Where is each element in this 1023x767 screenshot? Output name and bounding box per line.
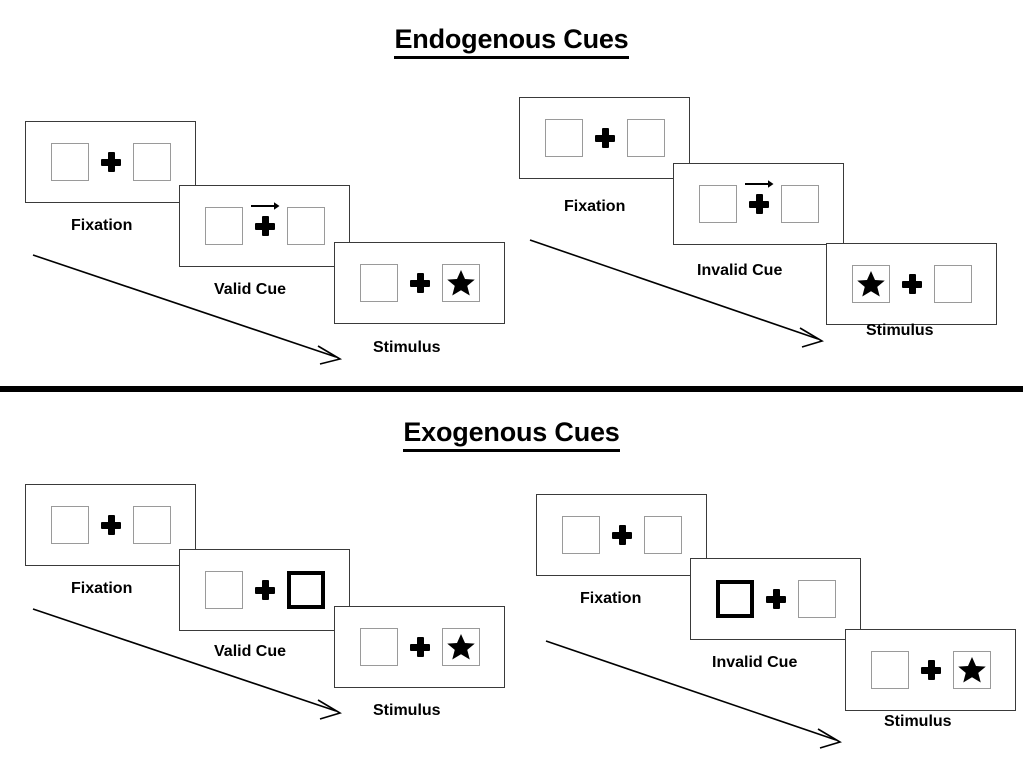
fixation-cross-slot [909, 660, 953, 680]
section-divider [0, 386, 1023, 392]
right-placeholder-box [933, 265, 972, 303]
right-placeholder-box [626, 119, 665, 157]
fixation-cross-slot [398, 637, 442, 657]
star-icon [446, 634, 475, 660]
star-icon [957, 657, 986, 683]
arrow-right-icon [250, 202, 279, 210]
left-placeholder-box [870, 651, 909, 689]
panel-content [544, 119, 665, 157]
left-placeholder-box [561, 516, 600, 554]
right-placeholder-box [286, 207, 325, 245]
caption-invalid-cue: Invalid Cue [712, 654, 798, 671]
panel-endogenous-invalid-fixation [519, 97, 690, 179]
plus-icon [611, 525, 632, 545]
panel-endogenous-valid-stimulus [334, 242, 505, 324]
left-placeholder-box [851, 265, 890, 303]
panel-endogenous-invalid-stimulus [826, 243, 997, 325]
panel-content [870, 651, 991, 689]
caption-stimulus: Stimulus [373, 339, 441, 356]
right-placeholder-box [797, 580, 836, 618]
plus-icon [765, 589, 786, 609]
plus-icon [409, 637, 430, 657]
star-icon [856, 271, 885, 297]
right-placeholder-box [643, 516, 682, 554]
panel-content [50, 143, 171, 181]
panel-exogenous-invalid-cue [690, 558, 861, 640]
left-placeholder-box-cued [715, 580, 754, 618]
fixation-cross-slot [398, 273, 442, 293]
section-title-endogenous: Endogenous Cues [0, 24, 1023, 59]
fixation-cross-slot [89, 515, 133, 535]
panel-content [698, 180, 819, 223]
panel-content [50, 506, 171, 544]
plus-icon [920, 660, 941, 680]
panel-content [715, 580, 836, 618]
plus-icon [100, 515, 121, 535]
plus-icon [100, 152, 121, 172]
caption-invalid-cue: Invalid Cue [697, 262, 783, 279]
caption-fixation: Fixation [580, 590, 642, 607]
panel-content [359, 628, 480, 666]
panel-content [359, 264, 480, 302]
fixation-cross-slot [890, 274, 934, 294]
left-placeholder-box [50, 143, 89, 181]
caption-stimulus: Stimulus [866, 322, 934, 339]
fixation-cross-slot [754, 589, 798, 609]
left-placeholder-box [359, 264, 398, 302]
right-placeholder-box [132, 143, 171, 181]
panel-exogenous-invalid-fixation [536, 494, 707, 576]
panel-endogenous-invalid-cue [673, 163, 844, 245]
panel-exogenous-valid-fixation [25, 484, 196, 566]
caption-fixation: Fixation [71, 580, 133, 597]
panel-exogenous-invalid-stimulus [845, 629, 1016, 711]
panel-content [561, 516, 682, 554]
arrow-right-icon [744, 180, 773, 188]
panel-content [204, 202, 325, 245]
right-placeholder-box [441, 628, 480, 666]
section-title-exogenous: Exogenous Cues [0, 417, 1023, 452]
fixation-cross-slot [89, 152, 133, 172]
left-placeholder-box [204, 571, 243, 609]
right-placeholder-box [441, 264, 480, 302]
caption-fixation: Fixation [564, 198, 626, 215]
fixation-cross-slot [583, 128, 627, 148]
star-icon [446, 270, 475, 296]
plus-icon [409, 273, 430, 293]
fixation-cross-slot [600, 525, 644, 545]
right-placeholder-box [952, 651, 991, 689]
panel-content [851, 265, 972, 303]
caption-stimulus: Stimulus [373, 702, 441, 719]
plus-icon [254, 580, 275, 600]
caption-valid-cue: Valid Cue [214, 643, 287, 660]
left-placeholder-box [544, 119, 583, 157]
caption-fixation: Fixation [71, 217, 133, 234]
right-placeholder-box [780, 185, 819, 223]
fixation-cross-slot [737, 180, 781, 214]
panel-exogenous-valid-stimulus [334, 606, 505, 688]
plus-icon [594, 128, 615, 148]
panel-content [204, 571, 325, 609]
fixation-cross-slot [243, 202, 287, 236]
fixation-cross-slot [243, 580, 287, 600]
left-placeholder-box [204, 207, 243, 245]
left-placeholder-box [359, 628, 398, 666]
plus-icon [901, 274, 922, 294]
panel-endogenous-valid-fixation [25, 121, 196, 203]
panel-endogenous-valid-cue [179, 185, 350, 267]
right-placeholder-box-cued [286, 571, 325, 609]
plus-icon [254, 216, 275, 236]
section-title-exogenous-text: Exogenous Cues [403, 417, 620, 452]
plus-icon [748, 194, 769, 214]
caption-stimulus: Stimulus [884, 713, 952, 730]
diagonal-arrow-icon-exogenous-invalid [545, 640, 842, 749]
right-placeholder-box [132, 506, 171, 544]
left-placeholder-box [698, 185, 737, 223]
section-title-endogenous-text: Endogenous Cues [394, 24, 629, 59]
caption-valid-cue: Valid Cue [214, 281, 287, 298]
left-placeholder-box [50, 506, 89, 544]
panel-exogenous-valid-cue [179, 549, 350, 631]
